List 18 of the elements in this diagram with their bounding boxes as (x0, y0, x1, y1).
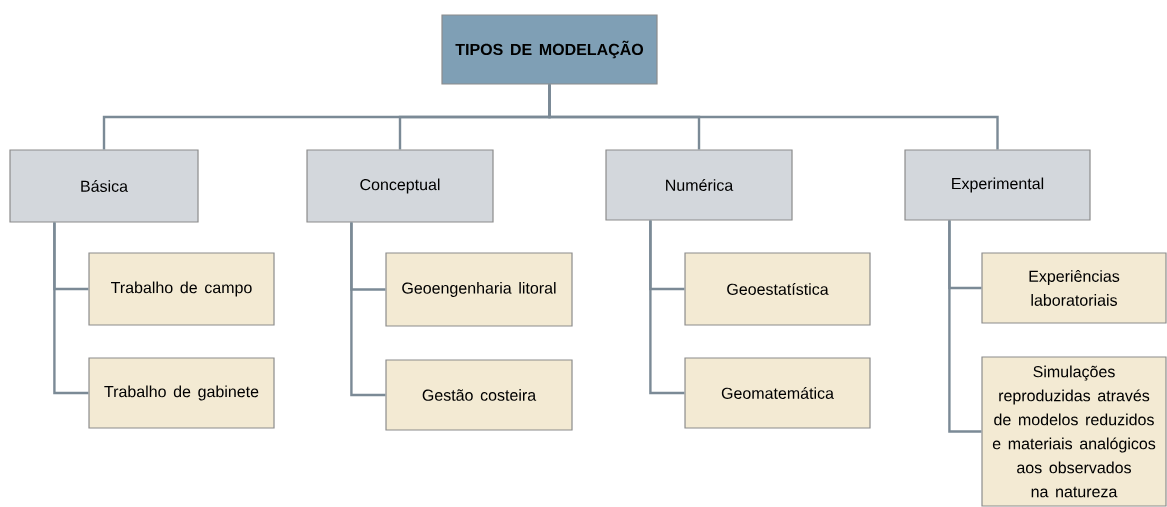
item-box: Geoengenharia litoral (385, 252, 573, 327)
category-box: Experimental (904, 149, 1091, 221)
item-box: Geoestatística (684, 252, 871, 326)
connector-line (548, 84, 999, 150)
item-box: Simulações reproduzidas através de modelos reduzidos e materiais analógicos aos observados na natureza (981, 356, 1167, 507)
connector-line (948, 220, 982, 433)
connector-line (53, 222, 89, 395)
item-box: Geomatemática (684, 357, 871, 429)
item-box: Experiências laboratoriais (981, 252, 1167, 324)
connector-line (350, 222, 386, 397)
item-box: Trabalho de gabinete (88, 357, 275, 429)
item-box: Trabalho de campo (88, 252, 275, 326)
connector-line (649, 220, 685, 395)
title-box: TIPOS DE MODELAÇÃO (441, 14, 658, 85)
item-box: Gestão costeira (385, 359, 573, 431)
category-box: Conceptual (306, 149, 494, 223)
category-box: Numérica (605, 149, 793, 221)
category-box: Básica (9, 149, 199, 223)
